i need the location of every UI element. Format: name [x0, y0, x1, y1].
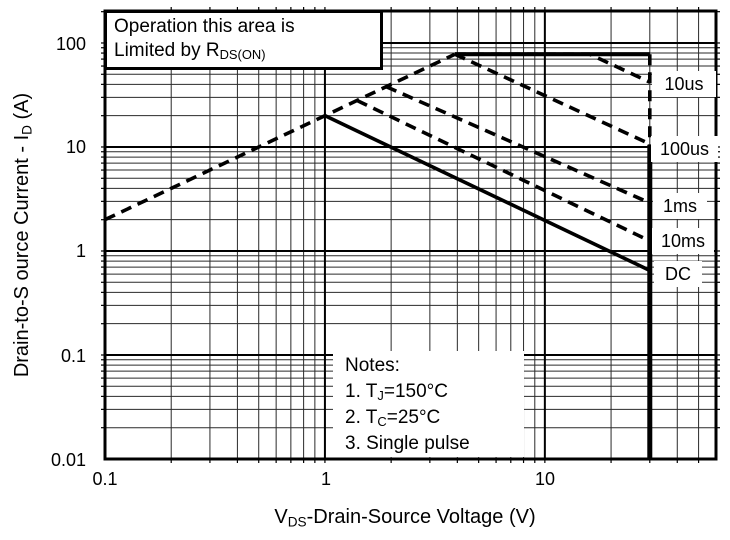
y-tick-0p1: 0.1 — [60, 346, 86, 366]
curve-label-1ms: 1ms — [653, 193, 707, 219]
x-tick-0p1: 0.1 — [92, 469, 118, 489]
rdson-annotation-line2: Limited by RDS(ON) — [114, 39, 376, 63]
x-tick-10: 10 — [534, 469, 556, 489]
curve-10us — [454, 52, 651, 84]
rdson-annotation-line2-subscript: DS(ON) — [219, 47, 266, 63]
notes-box: Notes: 1. TJ=150°C 2. TC=25°C 3. Single … — [333, 351, 524, 457]
note-1-text: 1. T — [345, 381, 378, 402]
rdson-annotation-box: Operation this area is Limited by RDS(ON… — [104, 10, 383, 70]
y-tick-0p01: 0.01 — [50, 450, 86, 470]
notes-title: Notes: — [345, 355, 400, 376]
y-axis-title-unit: (A) — [11, 92, 33, 126]
curve-DC — [324, 114, 651, 273]
curve-label-10ms: 10ms — [652, 228, 714, 254]
curve-rdson-limit-line — [104, 52, 456, 222]
note-2-text: 2. T — [345, 407, 378, 428]
curve-10ms — [356, 98, 651, 243]
note-1-subscript: J — [377, 388, 384, 404]
y-tick-10: 10 — [65, 137, 86, 157]
note-2-subscript: C — [377, 414, 387, 430]
plot-frame — [103, 9, 718, 461]
x-axis-title-subscript: DS — [287, 514, 307, 530]
note-1: 1. TJ=150°C — [345, 379, 524, 405]
x-axis-title-text: -Drain-Source Voltage (V) — [306, 506, 536, 528]
note-1-value: =150°C — [383, 381, 448, 402]
curve-label-100us: 100us — [651, 136, 718, 162]
x-tick-1: 1 — [320, 469, 331, 489]
y-tick-1: 1 — [75, 241, 86, 261]
curve-label-10us: 10us — [652, 71, 716, 97]
note-2: 2. TC=25°C — [345, 405, 524, 431]
y-tick-100: 100 — [55, 34, 86, 54]
curve-1ms — [385, 85, 651, 205]
curve-label-dc: DC — [654, 261, 702, 287]
y-axis-title-subscript: D — [19, 125, 35, 135]
rdson-annotation-line2-text: Limited by R — [114, 40, 220, 61]
x-axis-title: VDS-Drain-Source Voltage (V) — [225, 506, 585, 529]
x-axis-title-symbol: V — [274, 506, 288, 528]
rdson-annotation-line1: Operation this area is — [114, 16, 295, 37]
note-2-value: =25°C — [386, 407, 441, 428]
note-3: 3. Single pulse — [345, 433, 470, 454]
